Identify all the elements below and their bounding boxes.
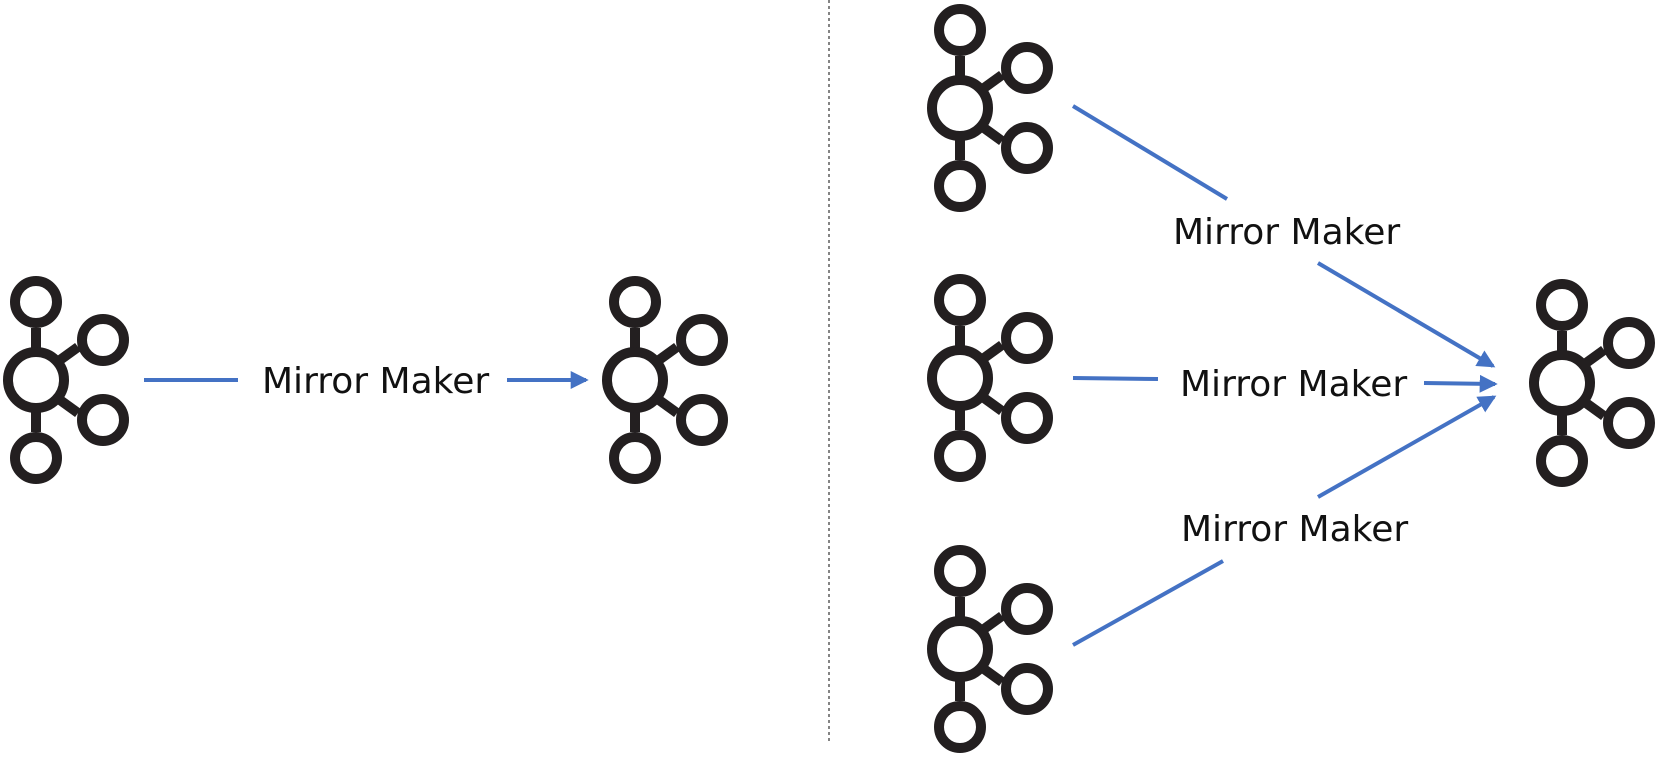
right-top-source-kafka-logo-icon (932, 9, 1048, 207)
left-connector-label: Mirror Maker (262, 361, 489, 402)
right-bottom-source-kafka-logo-icon (932, 550, 1048, 748)
right-top-input-line (1071, 104, 1229, 201)
right-top-connector-label: Mirror Maker (1173, 212, 1400, 253)
right-middle-input-line (1072, 376, 1159, 381)
right-bottom-input-line (1072, 559, 1224, 647)
right-middle-connector-label: Mirror Maker (1180, 364, 1407, 405)
left-source-kafka-logo-icon (8, 281, 124, 479)
left-target-kafka-logo-icon (607, 281, 723, 479)
right-target-kafka-logo-icon (1534, 284, 1650, 482)
right-bottom-connector-label: Mirror Maker (1181, 509, 1408, 550)
right-bottom-output-arrow (1317, 395, 1497, 499)
right-middle-source-kafka-logo-icon (932, 279, 1048, 477)
right-middle-output-arrow (1423, 374, 1498, 393)
right-top-output-arrow (1316, 261, 1496, 368)
